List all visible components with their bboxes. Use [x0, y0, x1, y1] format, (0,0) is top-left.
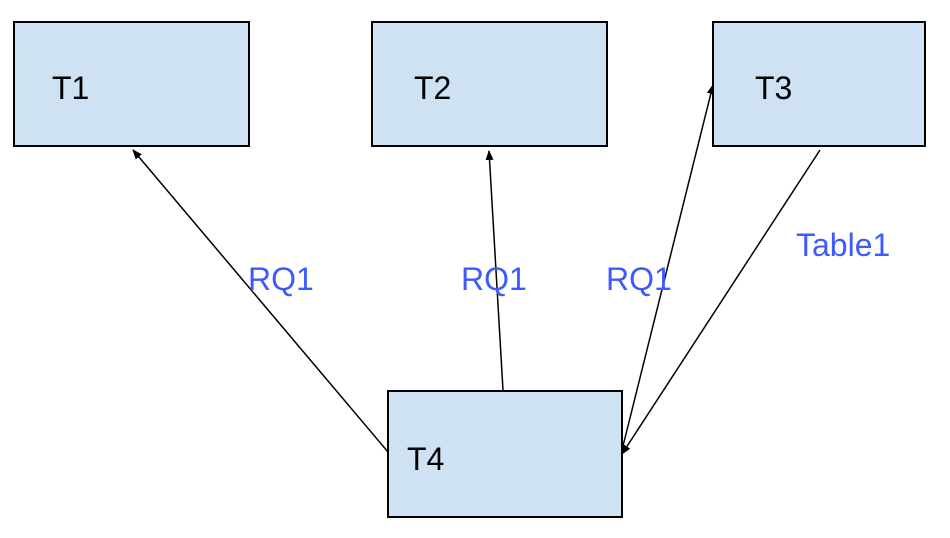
node-t3[interactable]: T3: [712, 21, 926, 147]
edge-t3-to-t4: [621, 149, 821, 455]
edge-t4-to-t3: [621, 84, 715, 451]
node-t2[interactable]: T2: [371, 21, 608, 147]
node-t3-label: T3: [755, 70, 792, 106]
edge-t4-to-t2: [485, 150, 504, 391]
edge-t4-to-t1-label: RQ1: [248, 261, 314, 297]
edge-t4-to-t1-line: [132, 149, 389, 453]
node-t1-box: [13, 21, 250, 147]
node-t4-label: T4: [407, 441, 444, 477]
edge-t4-to-t2-label: RQ1: [461, 261, 527, 297]
node-t2-box: [371, 21, 608, 147]
edge-t3-to-t4-line: [621, 149, 821, 455]
edge-t4-to-t1: [132, 149, 389, 453]
node-t2-label: T2: [414, 70, 451, 106]
edge-t4-to-t3-label: RQ1: [606, 261, 672, 297]
edge-t3-to-t4-label: Table1: [796, 227, 890, 263]
node-t4-box: [387, 390, 623, 518]
edge-t4-to-t3-line: [621, 84, 715, 451]
node-t4[interactable]: T4: [387, 390, 623, 518]
node-t1-label: T1: [52, 70, 89, 106]
edge-t4-to-t2-line: [485, 150, 504, 391]
node-t3-box: [712, 21, 926, 147]
node-t1[interactable]: T1: [13, 21, 250, 147]
